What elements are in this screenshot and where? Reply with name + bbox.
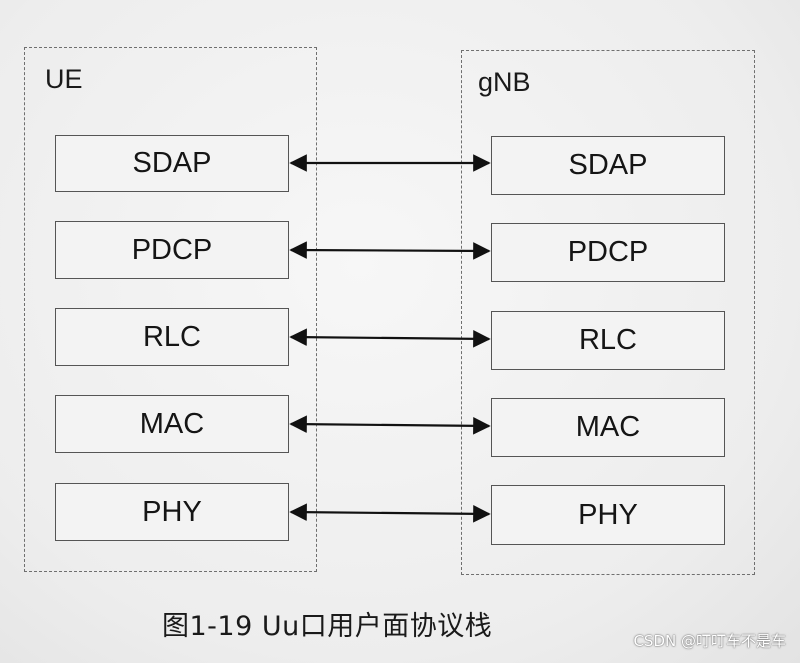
ue-layer-rlc: RLC (55, 308, 289, 366)
watermark: CSDN @叮叮车不是车 (633, 632, 786, 650)
gnb-label: gNB (478, 67, 531, 97)
ue-layer-phy: PHY (55, 483, 289, 541)
gnb-layer-pdcp: PDCP (491, 223, 725, 282)
ue-label: UE (45, 64, 83, 94)
ue-layer-sdap: SDAP (55, 135, 289, 192)
gnb-entity-box: gNB (461, 50, 755, 575)
arrow-rlc (289, 328, 491, 348)
ue-entity-box: UE (24, 47, 317, 572)
ue-layer-mac: MAC (55, 395, 289, 453)
arrow-mac (289, 415, 491, 435)
gnb-layer-mac: MAC (491, 398, 725, 457)
ue-layer-pdcp: PDCP (55, 221, 289, 279)
gnb-layer-phy: PHY (491, 485, 725, 545)
gnb-layer-sdap: SDAP (491, 136, 725, 195)
arrow-pdcp (289, 241, 491, 260)
figure-caption: 图1-19 Uu口用户面协议栈 (162, 611, 493, 642)
arrow-phy (289, 503, 491, 523)
gnb-layer-rlc: RLC (491, 311, 725, 370)
